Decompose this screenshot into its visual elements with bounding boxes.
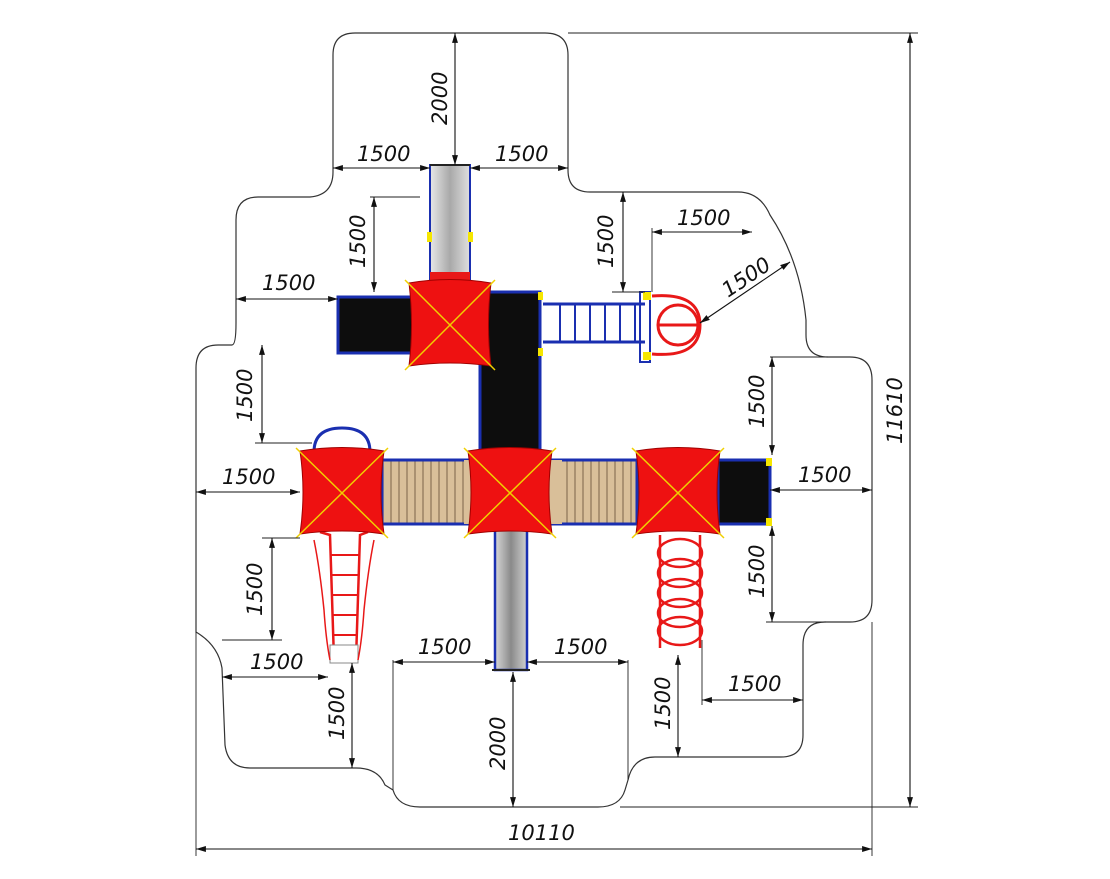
dim-label: 1500 bbox=[728, 672, 781, 696]
dim-bottom-right: 1500 1500 bbox=[651, 640, 803, 757]
dim-label: 1500 bbox=[250, 650, 303, 674]
dim-label: 1500 bbox=[243, 563, 267, 616]
roof-top-tower bbox=[404, 279, 496, 371]
roof-center-tower bbox=[463, 447, 557, 539]
dim-label: 2000 bbox=[486, 717, 510, 770]
central-vertical-deck bbox=[478, 290, 543, 464]
upper-left-deck bbox=[336, 295, 420, 355]
dim-label: 10110 bbox=[508, 821, 575, 845]
dim-label: 1500 bbox=[262, 271, 315, 295]
horizontal-ladder bbox=[543, 291, 651, 363]
roof-right-tower bbox=[631, 447, 725, 539]
dim-label: 1500 bbox=[346, 215, 370, 268]
dim-mid-right: 1500 1500 bbox=[745, 356, 872, 493]
dim-lower-right: 1500 bbox=[745, 526, 826, 623]
spring-climber bbox=[656, 535, 704, 648]
dim-label: 1500 bbox=[745, 545, 769, 598]
dim-label: 1500 bbox=[717, 252, 775, 302]
dim-top-slide: 2000 bbox=[428, 33, 458, 165]
dim-label: 1500 bbox=[233, 369, 257, 422]
dim-label: 1500 bbox=[745, 375, 769, 428]
ring-climber bbox=[651, 294, 702, 356]
dim-bottom-clearances: 1500 1500 bbox=[392, 635, 629, 790]
dim-label: 1500 bbox=[651, 677, 675, 730]
left-arch bbox=[312, 426, 372, 453]
dim-label: 1500 bbox=[418, 635, 471, 659]
dim-label: 1500 bbox=[798, 463, 851, 487]
dim-label: 1500 bbox=[325, 687, 349, 740]
dim-upper-left: 1500 1500 bbox=[236, 196, 420, 302]
dim-top-clearances: 1500 1500 bbox=[333, 142, 568, 171]
dim-far-left-bottom: 1500 bbox=[325, 663, 355, 768]
top-slide bbox=[427, 164, 473, 281]
dim-overall-height: 11610 bbox=[568, 32, 918, 808]
dim-label: 11610 bbox=[883, 377, 907, 444]
left-ladder bbox=[313, 530, 375, 664]
dim-label: 1500 bbox=[357, 142, 410, 166]
dim-label: 1500 bbox=[677, 206, 730, 230]
roof-left-tower bbox=[295, 447, 389, 539]
dim-label: 1500 bbox=[222, 465, 275, 489]
dim-label: 1500 bbox=[554, 635, 607, 659]
dim-label: 1500 bbox=[495, 142, 548, 166]
dim-label: 1500 bbox=[594, 215, 618, 268]
dim-bottom-slide: 2000 bbox=[486, 672, 516, 807]
dim-label: 2000 bbox=[428, 72, 452, 125]
right-end-deck bbox=[716, 458, 772, 526]
dim-overall-width: 10110 bbox=[195, 622, 873, 856]
dim-mid-left: 1500 1500 bbox=[196, 345, 312, 495]
bottom-slide bbox=[492, 528, 530, 672]
dim-lower-left: 1500 1500 bbox=[222, 537, 328, 680]
